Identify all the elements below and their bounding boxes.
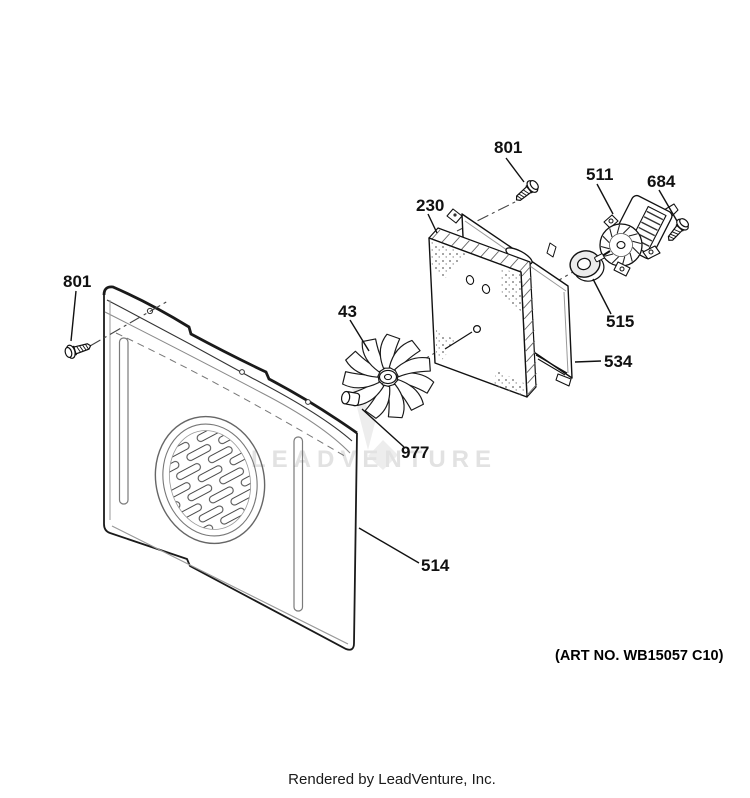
- part-callouts: 801 230 511 684 801 43 515 534 977 514: [63, 138, 676, 575]
- part-230-insulation-panel: [428, 227, 538, 398]
- renderer-credit: Rendered by LeadVenture, Inc.: [288, 771, 496, 788]
- part-label-514[interactable]: 514: [421, 556, 450, 575]
- part-label-230[interactable]: 230: [416, 196, 444, 215]
- part-514-convection-cover: [89, 285, 358, 651]
- part-label-534[interactable]: 534: [604, 352, 633, 371]
- part-515-grommet: [569, 250, 605, 282]
- part-511-convection-motor: [594, 194, 679, 277]
- emboss-channel-right: [293, 436, 304, 612]
- part-label-43[interactable]: 43: [338, 302, 357, 321]
- emboss-channel-left: [118, 337, 129, 505]
- part-801-screw-left: [62, 338, 94, 361]
- art-number: (ART NO. WB15057 C10): [555, 648, 724, 664]
- watermark-text: LEADVENTURE: [251, 446, 497, 473]
- part-label-511[interactable]: 511: [586, 165, 613, 184]
- part-label-801-left[interactable]: 801: [63, 272, 91, 291]
- part-label-977[interactable]: 977: [401, 443, 429, 462]
- insulation-texture: [430, 240, 466, 280]
- part-label-684[interactable]: 684: [647, 172, 676, 191]
- part-977-hub-nut: [340, 390, 361, 407]
- part-801-screw-top: [511, 177, 542, 206]
- vent-louver: [154, 415, 266, 545]
- callout-leader-lines: [70, 157, 678, 564]
- shaft-hole: [473, 325, 482, 334]
- part-label-515[interactable]: 515: [606, 312, 634, 331]
- part-label-801-top[interactable]: 801: [494, 138, 522, 157]
